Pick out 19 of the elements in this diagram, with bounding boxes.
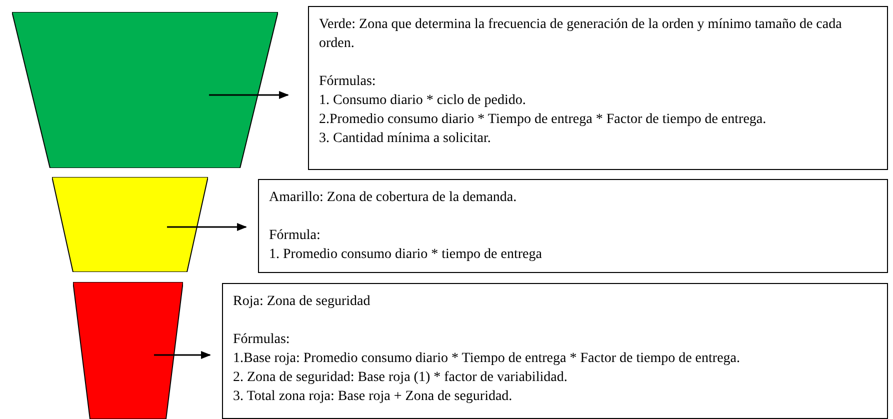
text-box <box>222 283 888 419</box>
arrow <box>167 223 247 231</box>
text-box <box>258 179 888 273</box>
arrow <box>154 351 211 359</box>
zone-description: Roja: Zona de seguridad <box>233 293 372 311</box>
arrow <box>209 91 289 99</box>
formula-line: 1.Base roja: Promedio consumo diario * Tiempo de entrega * Factor de tiempo de entrega. <box>233 350 741 368</box>
formula-heading: Fórmulas: <box>233 331 291 349</box>
formula-line: 2. Zona de seguridad: Base roja (1) * factor de variabilidad. <box>233 369 568 387</box>
formula-line: 3. Total zona roja: Base roja + Zona de seguridad. <box>233 388 514 406</box>
formula-line: 1. Promedio consumo diario * tiempo de entrega <box>269 246 543 264</box>
formula-line: 3. Cantidad mínima a solicitar. <box>319 130 492 148</box>
zone-description: Amarillo: Zona de cobertura de la demanda. <box>269 189 518 207</box>
zone-description: Verde: Zona que determina la frecuencia de generación de la orden y mínimo tamaño de cada orden. <box>319 16 843 53</box>
formula-line: 1. Consumo diario * ciclo de pedido. <box>319 92 527 110</box>
formula-heading: Fórmula: <box>269 227 322 245</box>
text-box <box>308 6 888 170</box>
formula-line: 2.Promedio consumo diario * Tiempo de entrega * Factor de tiempo de entrega. <box>319 111 768 129</box>
formula-heading: Fórmulas: <box>319 73 377 91</box>
